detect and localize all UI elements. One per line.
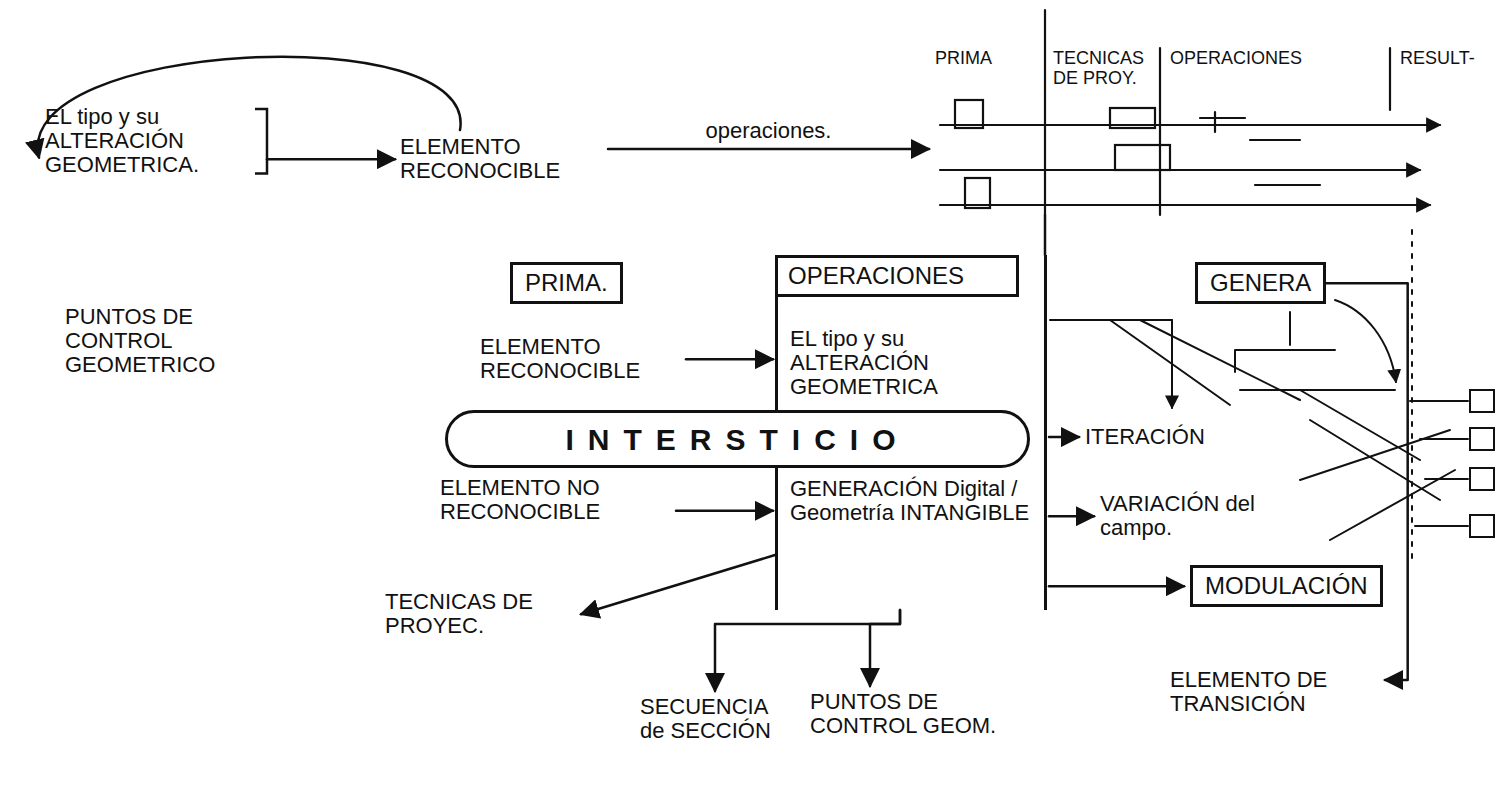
node-label: ITERACIÓN [1085,425,1205,449]
connector [608,148,929,151]
node-label: ELEMENTO RECONOCIBLE [480,335,680,383]
node-label: VARIACIÓN del campo. [1100,492,1260,540]
connector [1049,585,1184,588]
output-box [1470,390,1494,412]
fan-line [1335,300,1396,382]
column-header: OPERACIONES [775,255,1019,297]
connector [870,610,900,686]
column-text: EL tipo y su ALTERACIÓN GEOMETRICA [790,327,1035,400]
connector [1049,436,1079,439]
dotted-guide [1411,230,1413,560]
node-label: TECNICAS DE PROYEC. [385,590,575,638]
table-divider [1159,48,1161,215]
node-label: PRIMA. [525,270,608,296]
column-header: RESULT- [1400,49,1475,69]
node-label: ELEMENTO RECONOCIBLE [400,135,600,183]
node-label: GENERA [1210,270,1311,296]
process-box: MODULACIÓN [1190,565,1383,607]
column-header: OPERACIONES [1170,49,1302,69]
node-label: PUNTOS DE CONTROL GEOM. [810,690,1020,738]
table-lines [940,10,1440,215]
output-text: ELEMENTO DE TRANSICIÓN [1170,668,1380,716]
output-box [1470,515,1494,537]
connector [267,158,395,161]
output-box [1470,428,1494,450]
output-text: ITERACIÓN [1085,425,1205,449]
node-label: SECUENCIA de SECCIÓN [640,695,790,743]
connector [1326,283,1407,680]
bracket [255,109,267,174]
node-label: MODULACIÓN [1205,573,1368,599]
note-text: ELEMENTO RECONOCIBLE [400,135,600,183]
connector [1049,515,1094,518]
note-text: EL tipo y su ALTERACIÓN GEOMETRICA. [45,105,245,178]
table-cell-box [1115,145,1170,170]
input-text: ELEMENTO RECONOCIBLE [480,335,680,383]
connector-label: operaciones. [703,119,835,143]
table-row-arrow [940,124,1440,126]
fan-line [1235,312,1335,372]
node-label: ELEMENTO DE TRANSICIÓN [1170,668,1380,716]
table-row-arrow [940,169,1420,171]
table-divider [1389,48,1391,110]
connector [676,510,773,513]
table-cell-box [965,178,990,208]
table-cell-box [1110,108,1155,128]
connector [581,555,775,614]
input-text: ELEMENTO NO RECONOCIBLE [440,476,670,524]
fan-line [1140,320,1300,400]
column-header: TECNICAS DE PROY. [1053,49,1153,89]
table-cell-box [955,100,983,128]
table-divider [1044,10,1046,215]
rounded-band: INTERSTICIO [445,410,1030,468]
output-text: PUNTOS DE CONTROL GEOM. [810,690,1020,738]
output-text: TECNICAS DE PROYEC. [385,590,575,638]
table-row-arrow [940,204,1430,206]
node-label: INTERSTICIO [565,423,909,456]
fan-line [1240,390,1455,540]
column-text: GENERACIÓN Digital / Geometría INTANGIBL… [790,477,1035,525]
connector [686,358,773,361]
output-line [1410,401,1468,526]
table-scribble [1200,112,1320,185]
column-header: PRIMA [935,49,992,69]
process-table: PRIMA TECNICAS DE PROY. OPERACIONES RESULT- [935,45,1500,215]
connector [715,610,900,691]
node-label: EL tipo y su ALTERACIÓN GEOMETRICA. [45,105,245,178]
connector [1044,215,1047,255]
output-text: SECUENCIA de SECCIÓN [640,695,790,743]
process-box: GENERA [1195,262,1326,304]
fan-line [1110,320,1230,405]
output-box [1470,468,1494,490]
process-box: PRIMA. [510,262,623,304]
generation-lines [1050,230,1494,560]
node-label: ELEMENTO NO RECONOCIBLE [440,476,670,524]
note-label: PUNTOS DE CONTROL GEOMETRICO [65,305,245,378]
output-text: VARIACIÓN del campo. [1100,492,1260,540]
